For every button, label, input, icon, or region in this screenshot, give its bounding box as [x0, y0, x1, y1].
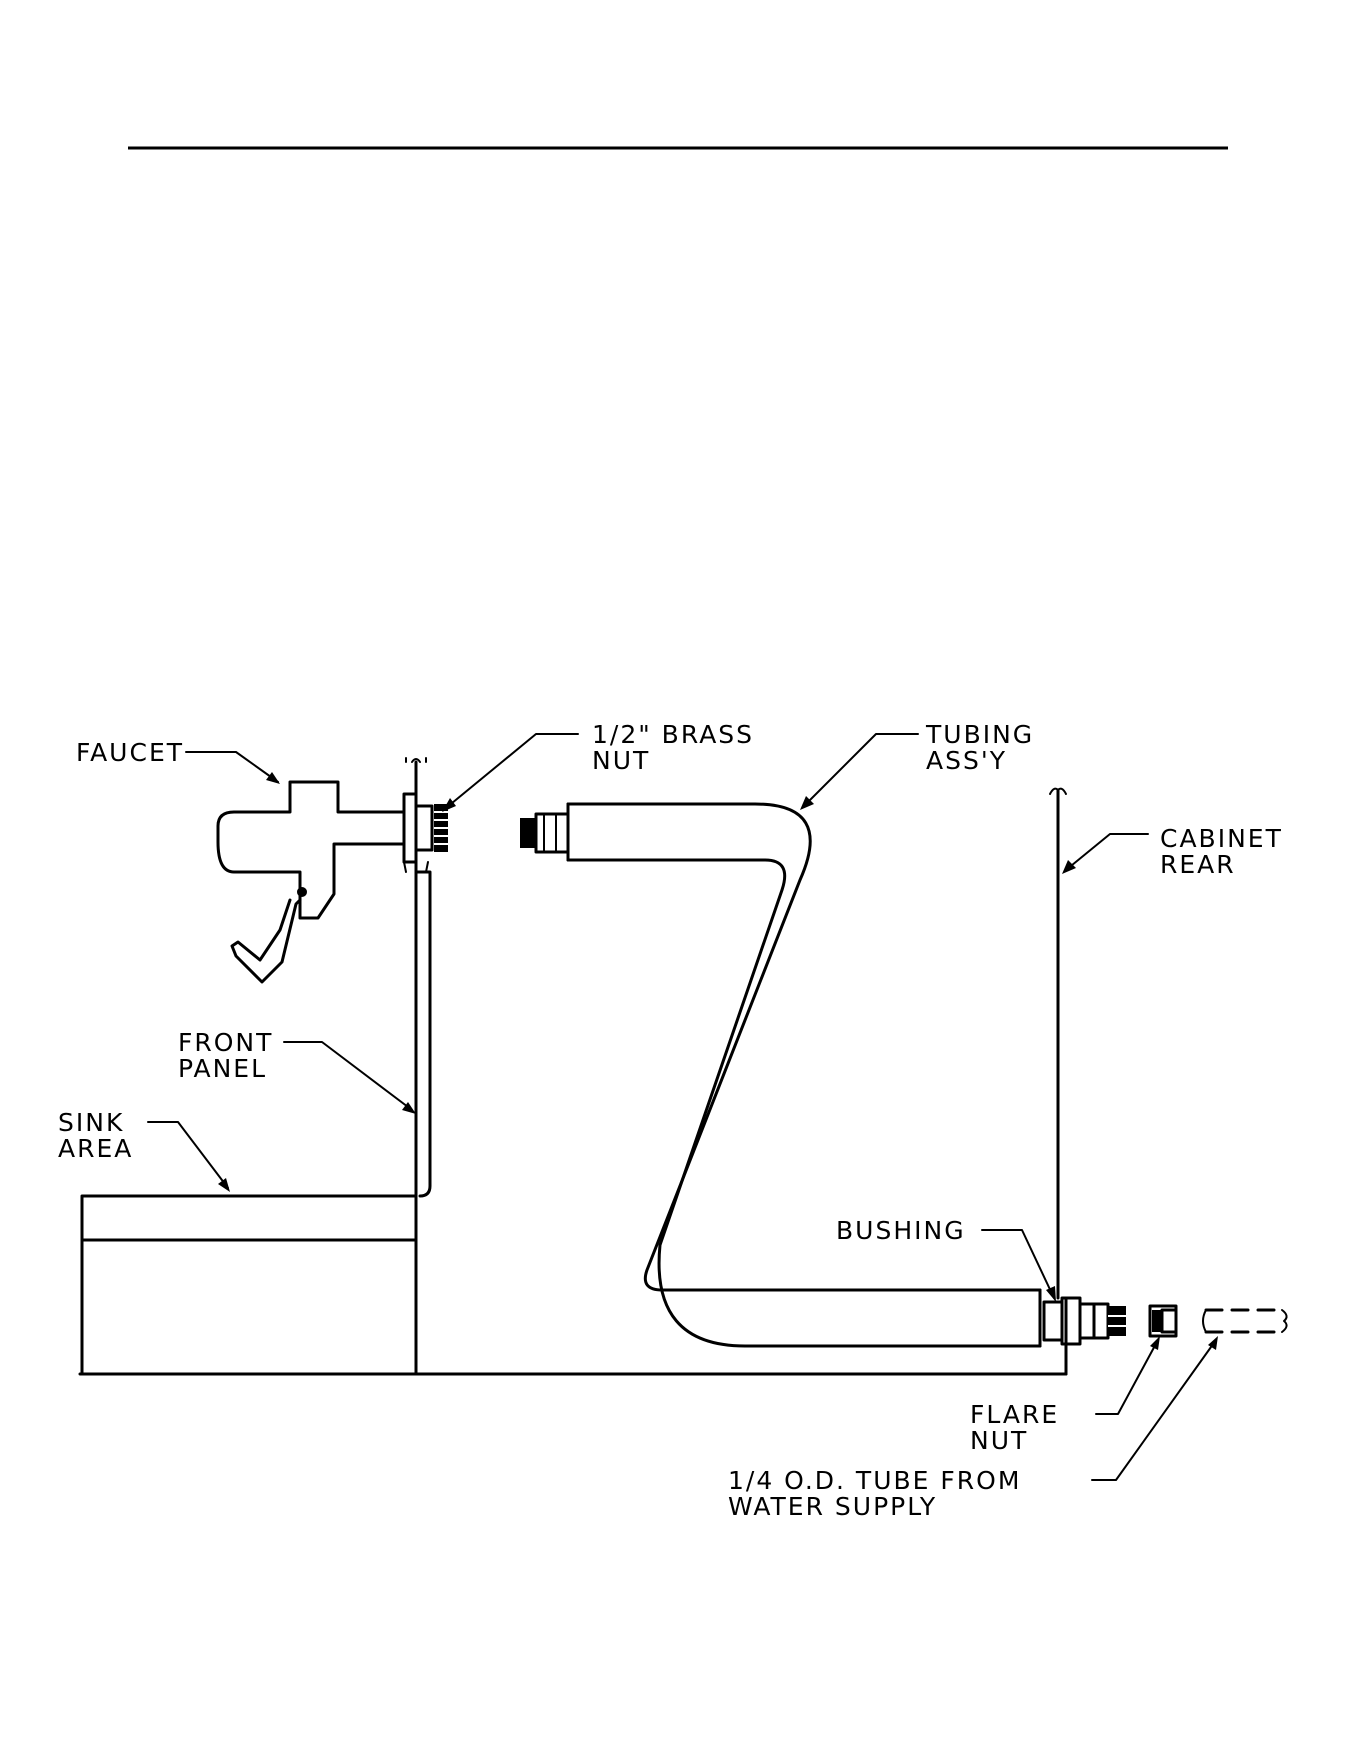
label-flare-nut-1: FLARE — [970, 1400, 1059, 1429]
leader-cabinet-rear — [1062, 834, 1148, 874]
leader-flare-nut — [1096, 1336, 1160, 1414]
label-sink-2: AREA — [58, 1134, 133, 1163]
brass-nut-threads — [434, 804, 448, 852]
label-cabinet-1: CABINET — [1160, 824, 1283, 853]
label-bushing: BUSHING — [836, 1216, 966, 1245]
leader-tubing — [800, 734, 918, 810]
leader-brass-nut — [442, 734, 578, 812]
label-cabinet-2: REAR — [1160, 850, 1236, 879]
supply-tube — [1203, 1310, 1287, 1332]
tubing-assembly — [520, 804, 1040, 1346]
cabinet-rear — [1050, 789, 1066, 1298]
cabinet-base — [80, 1298, 1066, 1374]
leader-sink — [148, 1122, 230, 1192]
tubing-top-fitting — [520, 814, 568, 852]
leader-supply-tube — [1092, 1336, 1218, 1480]
label-tubing-1: TUBING — [925, 720, 1034, 749]
label-brass-nut-1: 1/2" BRASS — [592, 720, 754, 749]
label-faucet: FAUCET — [76, 738, 184, 767]
bushing-fittings — [1044, 1298, 1126, 1344]
label-front-panel-1: FRONT — [178, 1028, 273, 1057]
label-supply-2: WATER SUPPLY — [728, 1492, 937, 1521]
label-sink-1: SINK — [58, 1108, 124, 1137]
flare-nut — [1150, 1306, 1176, 1336]
label-brass-nut-2: NUT — [592, 746, 650, 775]
leader-faucet — [186, 752, 280, 784]
label-tubing-2: ASS'Y — [926, 746, 1007, 775]
label-front-panel-2: PANEL — [178, 1054, 267, 1083]
sink-box — [82, 1196, 416, 1374]
faucet — [218, 782, 448, 982]
label-flare-nut-2: NUT — [970, 1426, 1028, 1455]
leader-front-panel — [284, 1042, 416, 1114]
label-supply-1: 1/4 O.D. TUBE FROM — [728, 1466, 1021, 1495]
